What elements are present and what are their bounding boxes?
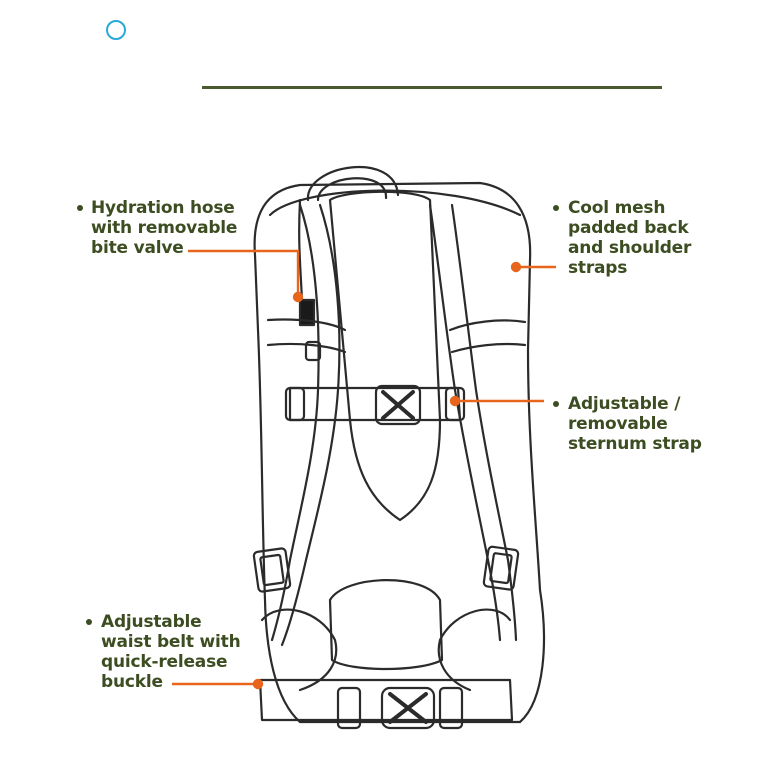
- header-rule: [202, 86, 662, 89]
- leader-hydration: [188, 249, 300, 297]
- callout-line: with removable: [91, 218, 238, 238]
- callout-line: sternum strap: [568, 434, 702, 454]
- callout-line: straps: [568, 258, 628, 278]
- callout-line: removable: [568, 414, 668, 434]
- callout-line: buckle: [101, 672, 163, 692]
- waist-belt: [258, 678, 514, 730]
- circle-icon: [106, 20, 126, 40]
- callout-line: Adjustable: [101, 612, 202, 632]
- bullet-icon: [553, 205, 559, 211]
- callout-line: and shoulder: [568, 238, 692, 258]
- bullet-icon: [86, 619, 92, 625]
- callout-leaders: [172, 249, 556, 690]
- left-shoulder-strap: [270, 203, 320, 642]
- callout-sternum: Adjustable / removable sternum strap: [568, 394, 702, 454]
- haul-loop: [306, 165, 400, 202]
- bullet-icon: [553, 401, 559, 407]
- back-panel: [328, 190, 442, 522]
- callout-line: padded back: [568, 218, 689, 238]
- callout-hydration: Hydration hose with removable bite valve: [91, 198, 237, 258]
- sternum-strap: [284, 384, 466, 426]
- callout-line: quick-release: [101, 652, 228, 672]
- callout-line: waist belt with: [101, 632, 241, 652]
- callout-waist: Adjustable waist belt with quick-release…: [101, 612, 241, 692]
- callout-line: Hydration hose: [91, 198, 235, 218]
- callout-line: Adjustable /: [568, 394, 681, 414]
- callout-line: bite valve: [91, 238, 184, 258]
- bullet-icon: [77, 205, 83, 211]
- pack-body: [253, 181, 546, 724]
- callout-mesh: Cool mesh padded back and shoulder strap…: [568, 198, 691, 278]
- lumbar-pad: [328, 579, 444, 671]
- hydration-hose: [298, 198, 304, 302]
- bite-valve: [298, 298, 316, 327]
- callout-line: Cool mesh: [568, 198, 666, 218]
